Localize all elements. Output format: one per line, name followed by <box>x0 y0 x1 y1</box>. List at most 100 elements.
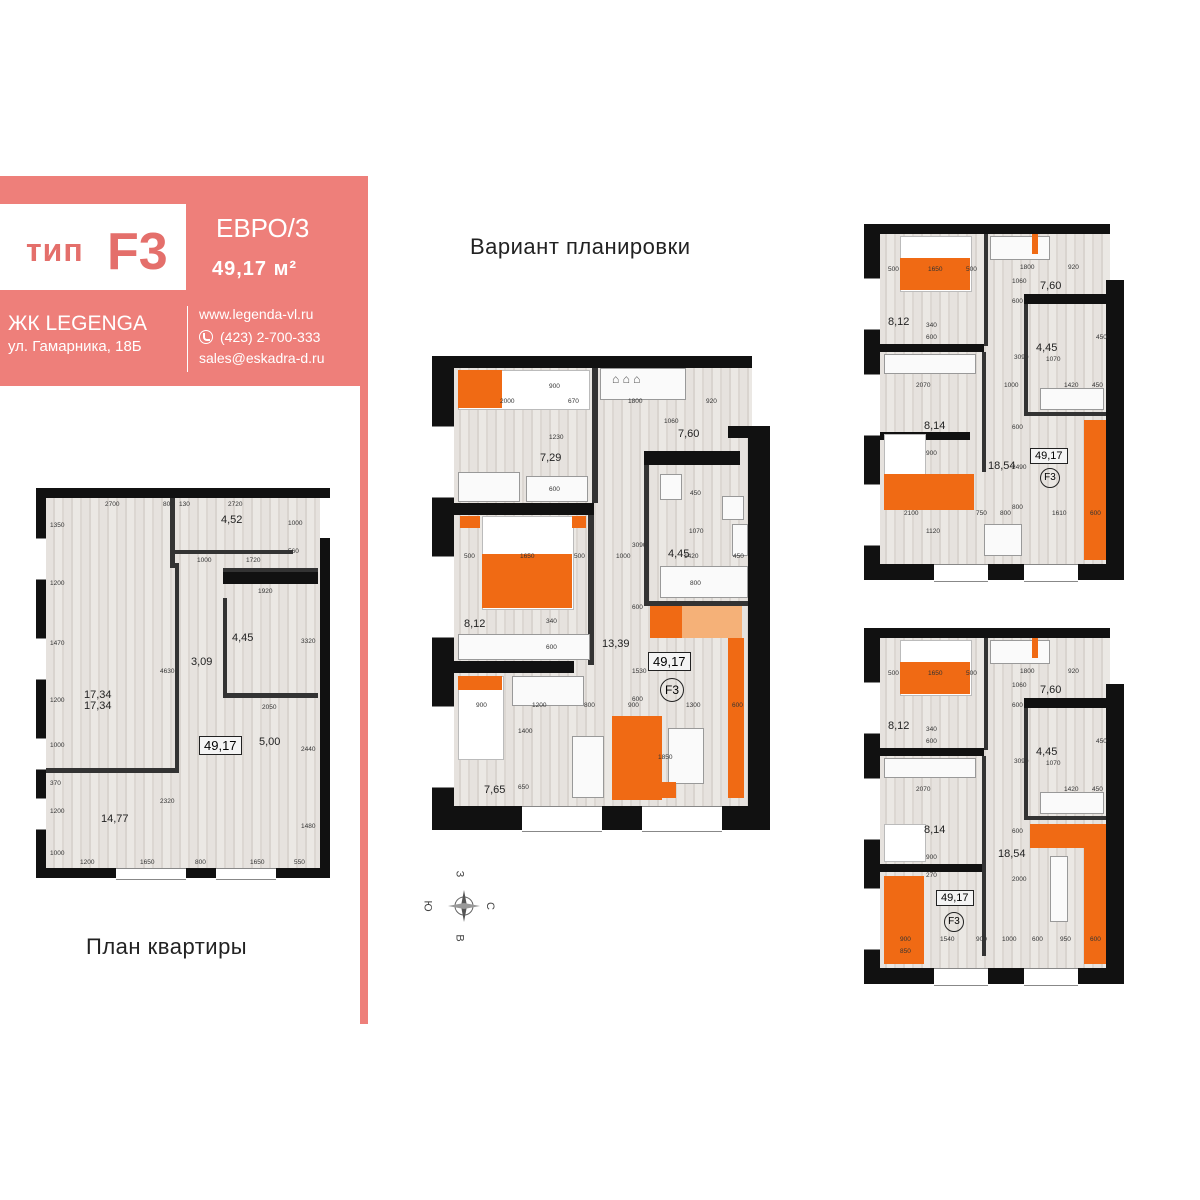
dimension: 3090 <box>1014 758 1029 765</box>
email-link[interactable]: sales@eskadra-d.ru <box>199 350 325 366</box>
dimension: 920 <box>1068 668 1079 675</box>
dimension: 1000 <box>616 553 631 560</box>
plan-top-right: 7,60 8,12 4,45 8,14 18,54 49,17 F3 500 1… <box>864 224 1126 582</box>
area-label: 7,60 <box>678 428 700 440</box>
compass-south: Ю <box>421 900 434 912</box>
dimension: 900 <box>926 854 937 861</box>
type-code: F3 <box>107 223 168 281</box>
phone-icon <box>199 330 213 344</box>
dimension: 600 <box>1012 828 1023 835</box>
dimension: 600 <box>1090 510 1101 517</box>
dimension: 1000 <box>50 850 65 857</box>
dimension: 1850 <box>658 754 673 761</box>
dimension: 600 <box>1012 298 1023 305</box>
area-label: 8,14 <box>924 824 946 836</box>
type-badge: F3 <box>944 912 964 932</box>
dimension: 500 <box>888 670 899 677</box>
dimension: 850 <box>900 948 911 955</box>
dimension: 1610 <box>1052 510 1067 517</box>
dimension: 500 <box>966 670 977 677</box>
total-area-label: 49,17 <box>1030 448 1068 464</box>
dimension: 900 <box>476 702 487 709</box>
area-label: 8,12 <box>464 618 486 630</box>
area-label: 8,14 <box>924 420 946 432</box>
dimension: 1420 <box>1064 382 1079 389</box>
area-label: 14,77 <box>101 813 129 825</box>
dimension: 2050 <box>262 704 277 711</box>
dimension: 750 <box>976 510 987 517</box>
type-word: тип <box>26 232 84 268</box>
side-stripe <box>360 386 368 1024</box>
dimension: 1000 <box>1004 382 1019 389</box>
area-label: 4,45 <box>232 632 254 644</box>
dimension: 800 <box>584 702 595 709</box>
total-area: 49,17 м² <box>212 258 298 280</box>
total-area-label: 49,17 <box>648 652 691 671</box>
website-link[interactable]: www.legenda-vl.ru <box>199 306 314 322</box>
variant-title: Вариант планировки <box>470 234 691 259</box>
dimension: 1200 <box>532 702 547 709</box>
dimension: 800 <box>1012 504 1023 511</box>
dimension: 920 <box>706 398 717 405</box>
dimension: 1350 <box>50 522 65 529</box>
dimension: 600 <box>926 738 937 745</box>
dimension: 340 <box>926 726 937 733</box>
dimension: 1200 <box>50 580 65 587</box>
compass-icon: З С Ю В <box>422 871 496 942</box>
dimension: 4630 <box>160 668 175 675</box>
dimension: 1420 <box>1064 786 1079 793</box>
dimension: 1720 <box>246 557 261 564</box>
area-label: 7,29 <box>540 452 562 464</box>
dimension: 600 <box>732 702 743 709</box>
dimension: 2070 <box>916 382 931 389</box>
dimension: 2000 <box>500 398 515 405</box>
dimension: 900 <box>628 702 639 709</box>
dimension: 340 <box>546 618 557 625</box>
dimension: 450 <box>733 553 744 560</box>
dimension: 1000 <box>50 742 65 749</box>
dimension: 1070 <box>1046 356 1061 363</box>
dimension: 450 <box>690 490 701 497</box>
phone-number[interactable]: (423) 2-700-333 <box>199 329 320 345</box>
dimension: 2490 <box>1012 464 1027 471</box>
area-label: 8,12 <box>888 720 910 732</box>
dimension: 600 <box>1012 702 1023 709</box>
dimension: 500 <box>966 266 977 273</box>
dimension: 1230 <box>549 434 564 441</box>
dimension: 900 <box>900 936 911 943</box>
dimension: 600 <box>1012 424 1023 431</box>
dimension: 1000 <box>197 557 212 564</box>
dimension: 800 <box>195 859 206 866</box>
dimension: 1200 <box>50 808 65 815</box>
dimension: 2070 <box>916 786 931 793</box>
compass-north: С <box>483 902 496 910</box>
type-badge: F3 <box>660 678 684 702</box>
dimension: 600 <box>1090 936 1101 943</box>
dimension: 1420 <box>684 553 699 560</box>
dimension: 1060 <box>1012 682 1027 689</box>
dimension: 450 <box>1092 786 1103 793</box>
dimension: 2720 <box>228 501 243 508</box>
area-label: 18,54 <box>998 848 1026 860</box>
area-label: 5,00 <box>259 736 281 748</box>
dimension: 800 <box>690 580 701 587</box>
dimension: 270 <box>926 872 937 879</box>
dimension: 1650 <box>140 859 155 866</box>
area-label: 8,12 <box>888 316 910 328</box>
total-area-label: 49,17 <box>936 890 974 906</box>
dimension: 670 <box>568 398 579 405</box>
dimension: 1530 <box>632 668 647 675</box>
dimension: 920 <box>1068 264 1079 271</box>
dimension: 1300 <box>686 702 701 709</box>
dimension: 450 <box>1096 334 1107 341</box>
dimension: 3090 <box>1014 354 1029 361</box>
dimension: 600 <box>632 696 643 703</box>
dimension: 2320 <box>160 798 175 805</box>
complex-name: ЖК LEGENGA <box>8 312 147 335</box>
dimension: 370 <box>50 780 61 787</box>
dimension: 650 <box>518 784 529 791</box>
dimension: 130 <box>179 501 190 508</box>
dimension: 1650 <box>250 859 265 866</box>
dimension: 1800 <box>1020 668 1035 675</box>
area-label: 4,52 <box>221 514 243 526</box>
